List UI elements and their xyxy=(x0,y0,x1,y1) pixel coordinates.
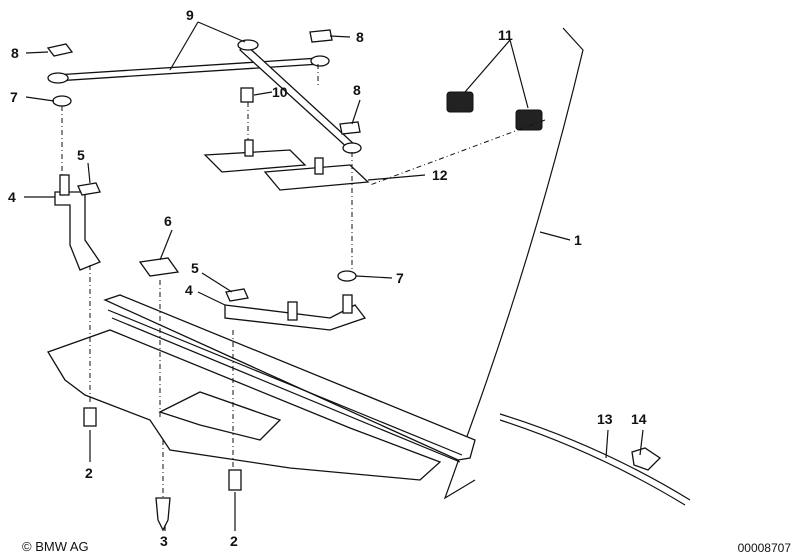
cap xyxy=(515,109,543,131)
mounting-plate xyxy=(47,329,442,481)
callout-3: 3 xyxy=(160,533,168,549)
diagram-number: 00008707 xyxy=(737,541,791,555)
bracket xyxy=(203,149,307,173)
callout-10: 10 xyxy=(272,84,288,100)
washer xyxy=(52,95,72,107)
pin xyxy=(342,294,353,314)
callout-14: 14 xyxy=(631,411,647,427)
callout-8: 8 xyxy=(356,29,364,45)
pin xyxy=(244,139,254,157)
clip xyxy=(77,182,101,196)
clip xyxy=(309,29,333,43)
callout-4: 4 xyxy=(185,282,193,298)
callout-11: 11 xyxy=(498,27,513,43)
guide-rail xyxy=(103,294,476,461)
rail-edges xyxy=(107,309,463,463)
bracket xyxy=(54,191,101,271)
screw xyxy=(83,407,97,427)
callout-2: 2 xyxy=(85,465,93,481)
callout-1: 1 xyxy=(574,232,582,248)
rod-eye xyxy=(237,39,259,51)
screw xyxy=(228,469,242,491)
callout-7: 7 xyxy=(10,89,18,105)
rod-eye xyxy=(47,72,69,84)
self-tapping-screw xyxy=(155,497,171,532)
rod-eye xyxy=(342,142,362,154)
callout-8: 8 xyxy=(353,82,361,98)
callout-leaders xyxy=(24,21,644,531)
cable-clip xyxy=(631,447,662,471)
clip xyxy=(339,121,361,135)
rod-eye xyxy=(310,55,330,67)
cable xyxy=(499,413,691,501)
callout-5: 5 xyxy=(191,260,199,276)
assembly-axis xyxy=(61,64,546,498)
callout-9: 9 xyxy=(186,7,194,23)
callout-8: 8 xyxy=(11,45,19,61)
callout-12: 12 xyxy=(432,167,448,183)
bushing xyxy=(240,87,254,103)
callout-2: 2 xyxy=(230,533,238,549)
callout-5: 5 xyxy=(77,147,85,163)
clip xyxy=(46,43,74,57)
callout-6: 6 xyxy=(164,213,172,229)
callout-13: 13 xyxy=(597,411,613,427)
door-panel-outline xyxy=(443,27,584,500)
washer xyxy=(337,270,357,282)
pin xyxy=(314,157,324,175)
callout-4: 4 xyxy=(8,189,16,205)
copyright-notice: © BMW AG xyxy=(22,539,89,554)
pin xyxy=(59,174,70,196)
clip xyxy=(138,257,180,277)
plate-tab xyxy=(158,391,282,441)
pin xyxy=(287,301,298,321)
callout-7: 7 xyxy=(396,270,404,286)
cable xyxy=(499,419,686,506)
cap xyxy=(446,91,474,113)
